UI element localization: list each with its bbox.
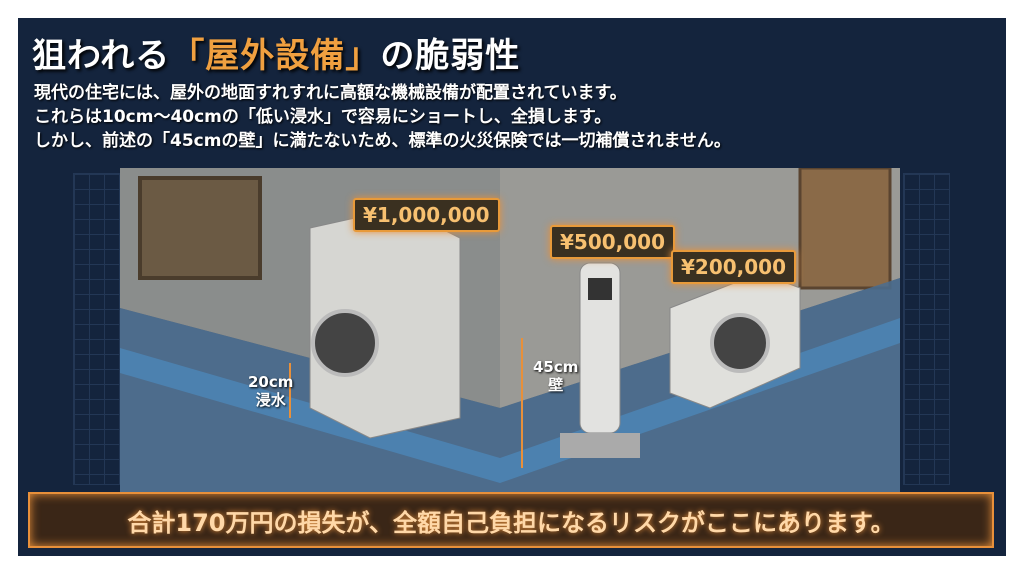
- air-conditioner-unit: [669, 272, 801, 409]
- page-title: 狙われる「屋外設備」の脆弱性: [32, 28, 520, 77]
- banner-text: 合計170万円の損失が、全額自己負担になるリスクがここにあります。: [127, 508, 895, 537]
- body-line: 現代の住宅には、屋外の地面すれすれに高額な機械設備が配置されています。: [34, 83, 627, 103]
- body-line: これらは10cm〜40cmの「低い浸水」で容易にショートし、全損します。: [34, 107, 612, 127]
- outdoor-equipment-illustration: [120, 168, 900, 498]
- body-line: しかし、前述の「45cmの壁」に満たないため、標準の火災保険では一切補償されませ…: [34, 131, 731, 151]
- blueprint-grid: [73, 173, 120, 485]
- ev-charger: [560, 262, 640, 458]
- slide: 狙われる「屋外設備」の脆弱性 現代の住宅には、屋外の地面すれすれに高額な機械設備…: [18, 18, 1006, 556]
- blueprint-grid: [903, 173, 950, 485]
- heat-pump-unit: [309, 207, 461, 439]
- title-post: の脆弱性: [380, 36, 521, 76]
- price-tag-heat-pump: ¥1,000,000: [353, 198, 500, 232]
- price-tag-ev-charger: ¥500,000: [550, 225, 676, 259]
- title-highlight: 「屋外設備」: [170, 36, 381, 76]
- price-tag-air-conditioner: ¥200,000: [671, 250, 797, 284]
- summary-banner: 合計170万円の損失が、全額自己負担になるリスクがここにあります。: [28, 492, 994, 548]
- title-pre: 狙われる: [32, 36, 171, 76]
